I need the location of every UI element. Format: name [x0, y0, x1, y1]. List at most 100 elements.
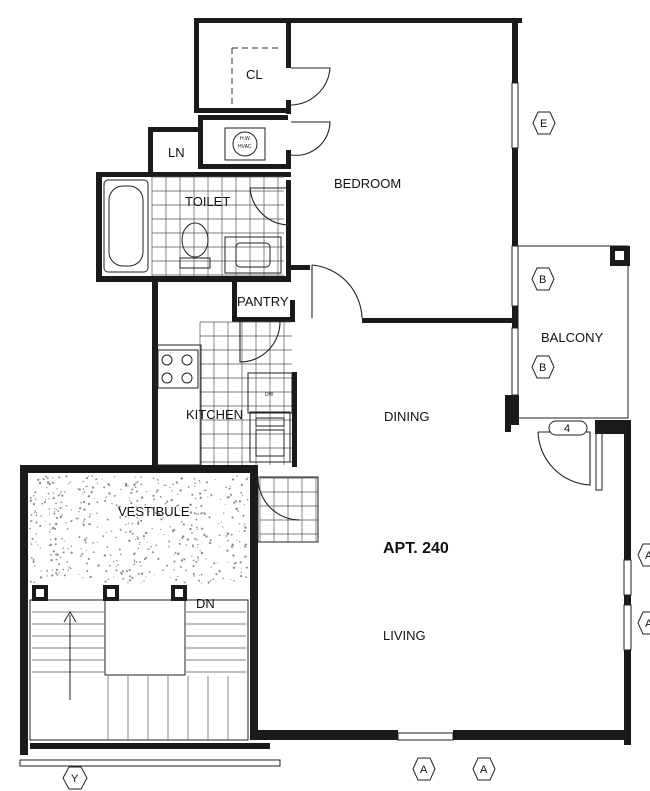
- label-living: LIVING: [383, 628, 426, 643]
- label-kitchen: KITCHEN: [186, 407, 243, 422]
- wall-toilet-bottom: [96, 276, 291, 282]
- balcony-door-swing: [537, 431, 591, 486]
- wall-living-right-2: [624, 595, 631, 605]
- wall-closet-left: [194, 18, 199, 113]
- wall-vestibule-left: [20, 465, 28, 755]
- marker-a-left: A: [412, 757, 436, 781]
- hvac-door-swing: [290, 121, 331, 156]
- svg-text:4: 4: [564, 423, 570, 435]
- marker-window-4: 4: [548, 420, 588, 436]
- wall-pantry-bottom: [232, 317, 292, 322]
- wall-vestibule-right: [250, 470, 258, 740]
- closet-door-swing: [290, 67, 331, 106]
- svg-text:E: E: [540, 118, 547, 130]
- sink: [235, 242, 271, 268]
- wall-linen-left: [148, 127, 153, 175]
- wall-kitchen-left: [152, 282, 158, 466]
- label-balcony: BALCONY: [541, 330, 603, 345]
- closet-rod: [231, 47, 280, 108]
- burner-1: [161, 354, 173, 366]
- wall-top: [194, 18, 522, 23]
- wall-closet-right-lower: [286, 100, 291, 114]
- wall-right-1: [512, 18, 518, 83]
- wall-bottom-1: [258, 730, 398, 740]
- fridge-panel-1: [255, 417, 285, 427]
- pantry-door-swing: [239, 321, 281, 363]
- label-dining: DINING: [384, 409, 430, 424]
- bathtub: [103, 179, 149, 273]
- marker-a-right: A: [472, 757, 496, 781]
- wall-right-3: [512, 306, 518, 328]
- hvac-unit: [224, 127, 266, 161]
- bedroom-door-swing: [311, 264, 363, 319]
- label-hvac-2: HVAC: [238, 144, 252, 150]
- label-dishwasher: DW: [265, 392, 274, 398]
- wall-toilet-left: [96, 172, 102, 282]
- toilet-bowl: [181, 222, 209, 258]
- balcony-outline: [517, 245, 629, 419]
- label-apartment: APT. 240: [383, 540, 449, 557]
- toilet-tile-grid: [151, 176, 284, 276]
- window-dining: [511, 327, 519, 396]
- wall-toilet-top: [96, 172, 291, 177]
- wall-right-2: [512, 148, 518, 246]
- stair-threshold: [19, 759, 281, 767]
- wall-right-4: [505, 395, 519, 425]
- wall-kitchen-right: [292, 372, 297, 467]
- wall-dining-right: [505, 420, 511, 432]
- wall-hvac-right: [286, 150, 291, 169]
- vanity: [224, 236, 282, 274]
- window-living-1: [623, 559, 632, 596]
- window-living-2: [623, 604, 632, 651]
- label-linen: LN: [168, 145, 185, 160]
- wall-bedroom-left: [286, 180, 291, 230]
- toilet-door-swing: [249, 187, 292, 226]
- stair-core: [104, 599, 186, 676]
- wall-vestibule-top: [20, 465, 258, 473]
- wall-living-right-3: [624, 650, 631, 745]
- window-bedroom-lower: [511, 245, 519, 307]
- burner-3: [161, 372, 173, 384]
- marker-a-edge-upper: A: [637, 543, 650, 567]
- burner-4: [181, 372, 193, 384]
- svg-text:Y: Y: [71, 773, 79, 785]
- label-closet: CL: [246, 67, 263, 82]
- marker-e: E: [532, 111, 556, 135]
- wall-closet-right: [286, 18, 291, 68]
- wall-stair-bottom: [30, 743, 270, 749]
- wall-pantry-left: [232, 282, 237, 322]
- window-bedroom-upper: [511, 82, 519, 149]
- marker-y: Y: [62, 766, 88, 790]
- wall-bottom-2: [453, 730, 631, 740]
- wall-living-right-1: [624, 430, 631, 560]
- wall-closet-bottom: [194, 108, 286, 113]
- kitchen-tile-grid: [199, 321, 292, 465]
- label-pantry: PANTRY: [237, 294, 289, 309]
- wall-hvac-top: [198, 115, 288, 120]
- stair-treads: [32, 611, 246, 740]
- entry-tile-grid: [259, 477, 318, 542]
- wall-hvac-bottom: [198, 164, 290, 169]
- refrigerator: [249, 411, 291, 463]
- entry-door-swing: [257, 476, 301, 521]
- svg-text:A: A: [420, 764, 428, 776]
- marker-b-lower: B: [531, 355, 555, 379]
- label-bedroom: BEDROOM: [334, 176, 401, 191]
- wall-hvac-left: [198, 115, 203, 169]
- wall-bedroom-bottom: [362, 318, 514, 323]
- wall-pantry-right: [290, 300, 295, 322]
- vestibule-floor-texture: [29, 475, 249, 584]
- window-bottom: [397, 732, 454, 741]
- svg-text:A: A: [645, 550, 650, 562]
- svg-text:A: A: [645, 618, 650, 630]
- wall-linen-top: [148, 127, 202, 132]
- svg-text:B: B: [539, 362, 546, 374]
- stove: [157, 349, 199, 389]
- stair-arrow-head: [63, 611, 77, 623]
- fridge-panel-2: [255, 429, 285, 457]
- label-hvac-1: H.W.: [240, 136, 251, 142]
- svg-text:B: B: [539, 274, 546, 286]
- label-stair-down: DN: [196, 596, 215, 611]
- marker-b-upper: B: [531, 267, 555, 291]
